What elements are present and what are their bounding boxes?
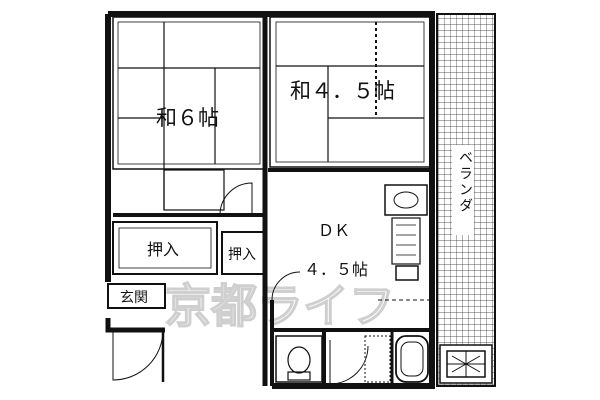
washroom — [329, 330, 394, 386]
dining-kitchen — [270, 184, 432, 386]
tatami-45-label: 和４．５帖 — [290, 79, 395, 103]
closet-small — [221, 231, 266, 275]
bathtub — [395, 335, 429, 383]
toilet — [275, 330, 326, 386]
balcony-label: ベランダ — [457, 150, 473, 214]
entrance — [107, 283, 166, 382]
closet-large — [112, 221, 218, 275]
tatami-6-label: 和６帖 — [156, 106, 219, 130]
dk-label-bottom: ４．５帖 — [304, 260, 368, 279]
entrance-label: 玄関 — [120, 289, 148, 306]
dk-label-top: ＤＫ — [318, 221, 350, 240]
balcony — [436, 13, 496, 387]
watermark: 京都ライフ — [165, 279, 395, 333]
closet-small-label: 押入 — [228, 247, 256, 263]
tatami-room-45 — [262, 14, 432, 386]
outer-walls — [105, 11, 435, 389]
closet-large-label: 押入 — [147, 240, 179, 259]
